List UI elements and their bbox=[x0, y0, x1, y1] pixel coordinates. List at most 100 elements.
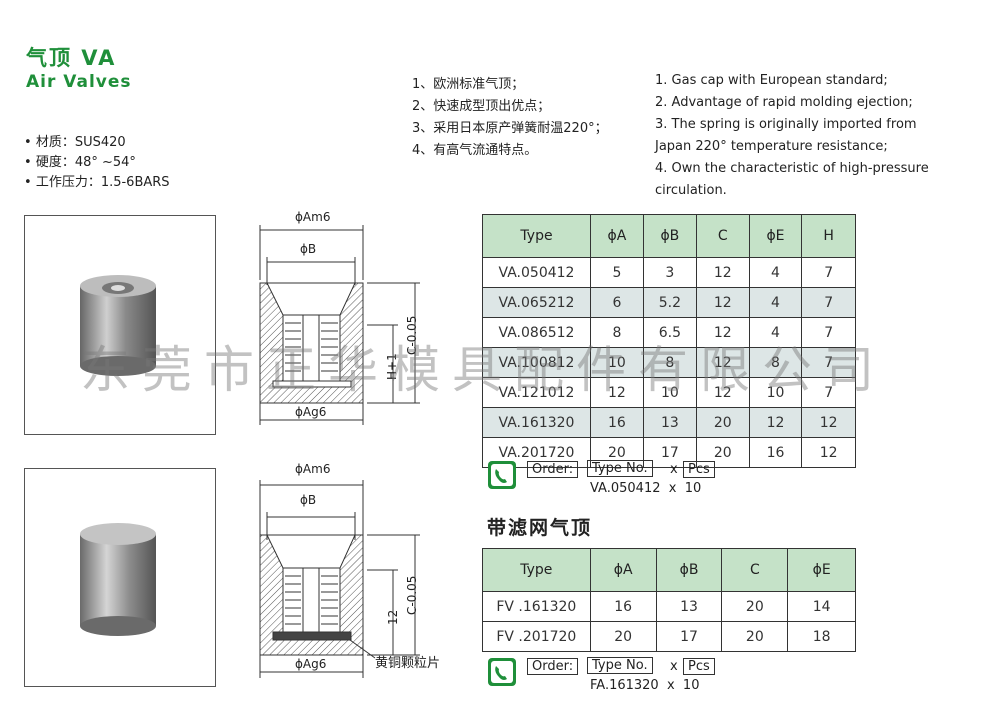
pcs-label: Pcs bbox=[683, 658, 715, 675]
cell: 8 bbox=[590, 317, 644, 348]
cell: 13 bbox=[643, 407, 697, 438]
col-e: ϕE bbox=[748, 214, 803, 258]
title-chinese: 气顶 VA bbox=[26, 46, 117, 70]
col-type: Type bbox=[482, 548, 591, 592]
order-info-fv: Order: Type No. x Pcs FA.161320 x 10 bbox=[487, 655, 787, 695]
cell: 12 bbox=[801, 407, 856, 438]
cell: 13 bbox=[656, 591, 723, 622]
table-header-row: Type ϕA ϕB C ϕE H bbox=[482, 214, 856, 258]
features-chinese: 1、欧洲标准气顶； 2、快速成型顶出优点； 3、采用日本原产弹簧耐温220°； … bbox=[412, 74, 608, 162]
dim-a-top: ϕAm6 bbox=[295, 462, 331, 476]
cell: 6.5 bbox=[643, 317, 697, 348]
cell: 12 bbox=[801, 437, 856, 468]
dim-c: C-0.05 bbox=[405, 575, 419, 615]
type-no-label: Type No. bbox=[587, 460, 653, 477]
cell: 8 bbox=[749, 347, 803, 378]
technical-drawing-va: ϕAm6 ϕB C-0.05 H+1 ϕAg6 bbox=[245, 205, 450, 430]
cell: 20 bbox=[590, 621, 657, 652]
cell-type: VA.065212 bbox=[482, 287, 591, 318]
technical-drawing-fv: ϕAm6 ϕB C-0.05 12 ϕAg6 黄铜颗粒片 bbox=[245, 460, 465, 685]
dim-h: 12 bbox=[386, 609, 400, 625]
cell: 7 bbox=[801, 257, 856, 288]
cross-section-fv bbox=[259, 480, 420, 678]
order-example: VA.050412 x 10 bbox=[590, 481, 702, 496]
property-material: 材质：SUS420 bbox=[24, 133, 170, 153]
product-photo-va bbox=[24, 215, 216, 435]
company-watermark: 东莞市正华模具配件有限公司 bbox=[80, 341, 886, 399]
cell: 20 bbox=[721, 621, 789, 652]
cell: 12 bbox=[696, 287, 750, 318]
cell: 6 bbox=[590, 287, 644, 318]
cell: 3 bbox=[643, 257, 697, 288]
cell: 18 bbox=[787, 621, 856, 652]
times-sign: x bbox=[670, 462, 678, 477]
cell-type: VA.100812 bbox=[482, 347, 591, 378]
dim-a-bottom: ϕAg6 bbox=[295, 657, 327, 671]
cell: 7 bbox=[801, 377, 856, 408]
cell: 20 bbox=[696, 437, 750, 468]
phone-icon bbox=[488, 658, 516, 686]
col-c: C bbox=[695, 214, 750, 258]
col-type: Type bbox=[482, 214, 591, 258]
col-e: ϕE bbox=[787, 548, 856, 592]
cell: 12 bbox=[696, 257, 750, 288]
cell: 12 bbox=[749, 407, 803, 438]
pcs-label: Pcs bbox=[683, 461, 715, 478]
feature-en-4: 4. Own the characteristic of high-pressu… bbox=[655, 161, 929, 198]
cell-type: VA.050412 bbox=[482, 257, 591, 288]
cell: 10 bbox=[749, 377, 803, 408]
feature-cn-1: 1、欧洲标准气顶； bbox=[412, 77, 525, 92]
col-c: C bbox=[721, 548, 789, 592]
dim-b: ϕB bbox=[300, 493, 317, 507]
cell: 12 bbox=[590, 377, 644, 408]
cell: 4 bbox=[749, 257, 803, 288]
feature-en-3: 3. The spring is originally imported fro… bbox=[655, 117, 917, 154]
phone-icon bbox=[488, 461, 516, 489]
valve-cylinder-image bbox=[80, 275, 156, 376]
type-no-label: Type No. bbox=[587, 657, 653, 674]
cell: 14 bbox=[787, 591, 856, 622]
dim-b: ϕB bbox=[300, 242, 317, 256]
cell: 12 bbox=[696, 347, 750, 378]
col-b: ϕB bbox=[655, 548, 723, 592]
cell: 16 bbox=[590, 407, 644, 438]
col-a: ϕA bbox=[590, 214, 644, 258]
order-label: Order: bbox=[527, 658, 579, 675]
cell: 16 bbox=[590, 591, 657, 622]
dim-a-top: ϕAm6 bbox=[295, 210, 331, 224]
product-photo-fv bbox=[24, 468, 216, 687]
cell: 17 bbox=[656, 621, 723, 652]
feature-cn-2: 2、快速成型顶出优点； bbox=[412, 99, 551, 114]
order-info-va: Order: Type No. x Pcs VA.050412 x 10 bbox=[487, 458, 787, 498]
times-sign: x bbox=[670, 659, 678, 674]
property-pressure: 工作压力：1.5-6BARS bbox=[24, 173, 170, 193]
cell: 4 bbox=[749, 317, 803, 348]
cell: 7 bbox=[801, 317, 856, 348]
feature-cn-4: 4、有高气流通特点。 bbox=[412, 143, 538, 158]
features-english: 1. Gas cap with European standard; 2. Ad… bbox=[655, 70, 945, 202]
cell: 12 bbox=[696, 377, 750, 408]
feature-en-2: 2. Advantage of rapid molding ejection; bbox=[655, 95, 913, 110]
cell: 12 bbox=[696, 317, 750, 348]
brass-filter-callout: 黄铜颗粒片 bbox=[375, 656, 441, 671]
cell: 5.2 bbox=[643, 287, 697, 318]
cell: 16 bbox=[749, 437, 803, 468]
properties-list: 材质：SUS420 硬度：48° ~54° 工作压力：1.5-6BARS bbox=[24, 133, 170, 193]
table-header-row: Type ϕA ϕB C ϕE bbox=[482, 548, 856, 592]
cell-type: FV .201720 bbox=[482, 621, 591, 652]
col-a: ϕA bbox=[589, 548, 657, 592]
cell: 7 bbox=[801, 287, 856, 318]
cell: 20 bbox=[590, 437, 644, 468]
filter-valve-cylinder-image bbox=[80, 523, 156, 636]
cross-section-va bbox=[259, 225, 420, 425]
